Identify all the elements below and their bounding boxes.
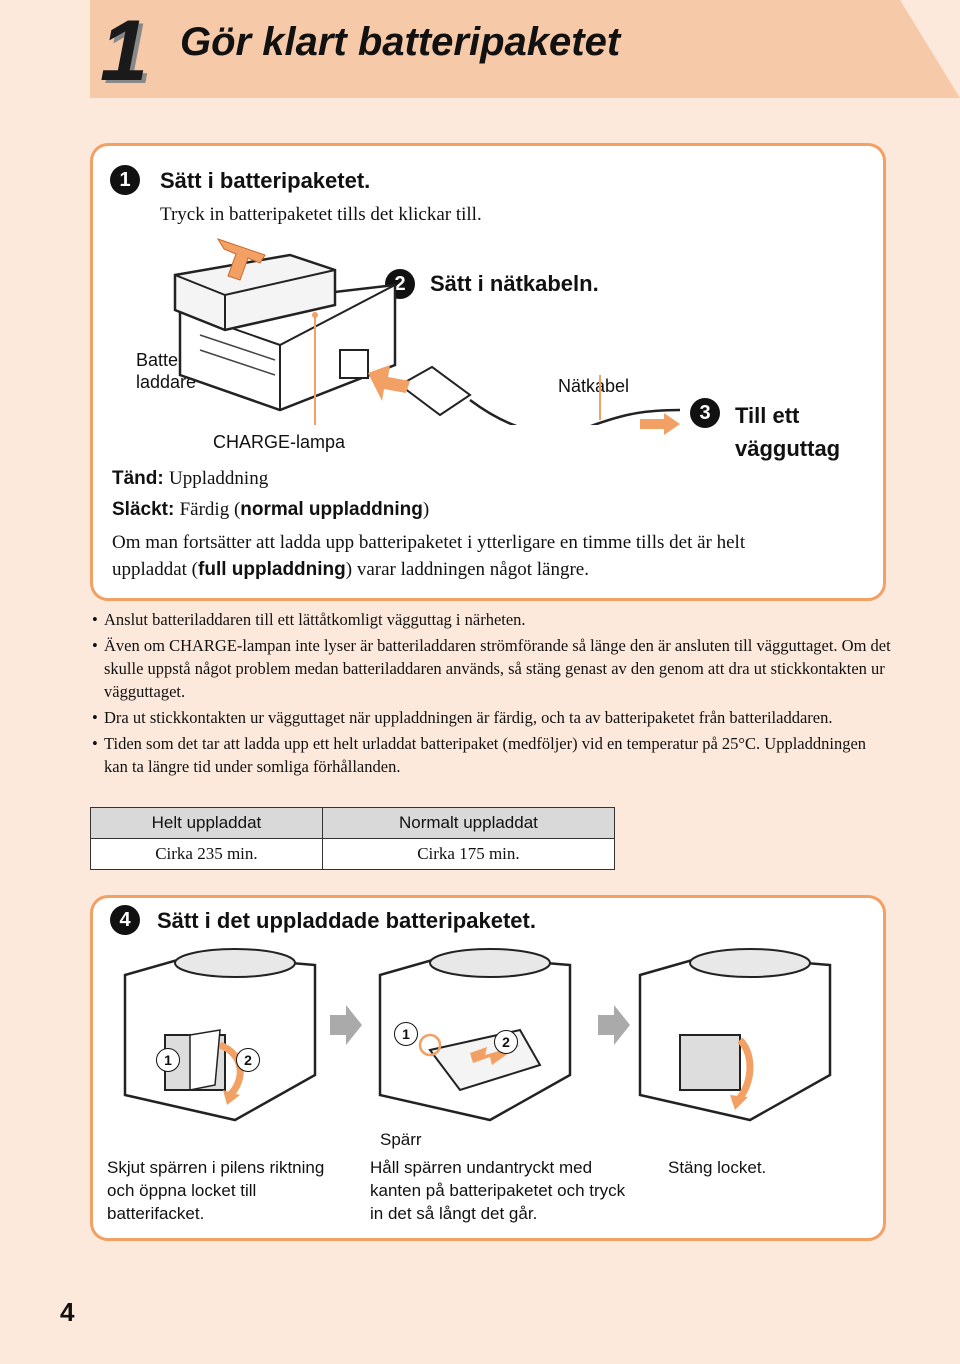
lamp-off-text-end: ) — [422, 499, 430, 520]
table-header: Normalt uppladdat — [321, 807, 616, 839]
full-charge-pre: uppladdat ( — [112, 559, 199, 580]
step1-heading: Sätt i batteripaketet. — [160, 168, 371, 193]
step1-number-badge: 1 — [110, 165, 140, 195]
camera-close-cover-illustration — [638, 948, 832, 1122]
outlet-arrow-icon — [640, 413, 680, 435]
sub-step-mark: 1 — [394, 1022, 418, 1046]
table-row: Cirka 235 min. Cirka 175 min. — [90, 838, 616, 870]
step3-heading-line2: vägguttag — [735, 436, 841, 461]
lamp-on-line: Tänd: Uppladdning — [112, 468, 268, 490]
list-item: Tiden som det tar att ladda upp ett helt… — [92, 732, 892, 778]
list-item: Anslut batteriladdaren till ett lättåtko… — [92, 608, 892, 631]
full-charge-bold: full uppladdning — [198, 559, 346, 580]
latch-label: Spärr — [380, 1130, 422, 1149]
cable-label: Nätkabel — [558, 376, 630, 396]
caption-insert-battery: Håll spärren undantryckt med kanten på b… — [370, 1158, 626, 1223]
page-title: Gör klart batteripaketet — [180, 20, 621, 64]
next-step-arrow-icon — [330, 1005, 362, 1045]
table-header-row: Helt uppladdat Normalt uppladdat — [90, 807, 616, 839]
lamp-on-label: Tänd: — [112, 468, 164, 489]
list-item: Även om CHARGE-lampan inte lyser är batt… — [92, 634, 892, 703]
caption-open-cover: Skjut spärren i pilens riktning och öppn… — [107, 1158, 325, 1223]
step3-heading-line1: Till ett — [735, 403, 800, 428]
step3-number-badge: 3 — [690, 398, 720, 428]
lamp-off-label: Släckt: — [112, 499, 175, 520]
next-step-arrow-icon — [598, 1005, 630, 1045]
sub-step-mark: 2 — [236, 1048, 260, 1072]
lamp-off-bold: normal uppladdning — [240, 499, 423, 520]
step4-number-badge: 4 — [110, 905, 140, 935]
full-charge-line1: Om man fortsätter att ladda upp batterip… — [112, 532, 746, 553]
step4-heading: Sätt i det uppladdade batteripaketet. — [157, 908, 536, 933]
step1-instruction: Tryck in batteripaketet tills det klicka… — [160, 204, 482, 225]
step-number: 1 — [100, 3, 148, 99]
lamp-off-text: Färdig ( — [179, 499, 241, 520]
lamp-on-text: Uppladdning — [169, 468, 269, 489]
table-cell: Cirka 175 min. — [321, 838, 616, 870]
full-charge-line2: uppladdat (full uppladdning) varar laddn… — [112, 559, 589, 581]
charger-illustration — [173, 238, 681, 425]
camera-open-cover-illustration — [123, 948, 317, 1122]
step2-heading: Sätt i nätkabeln. — [430, 271, 599, 296]
charging-time-table: Helt uppladdat Normalt uppladdat Cirka 2… — [90, 807, 616, 870]
charger-label-line2: laddare — [136, 372, 197, 392]
lamp-off-line: Släckt: Färdig (normal uppladdning) — [112, 499, 429, 521]
sub-step-mark: 1 — [156, 1048, 180, 1072]
notes-list: Anslut batteriladdaren till ett lättåtko… — [92, 608, 892, 781]
caption-close-cover: Stäng locket. — [668, 1158, 767, 1177]
list-item: Dra ut stickkontakten ur vägguttaget när… — [92, 706, 892, 729]
table-header: Helt uppladdat — [90, 807, 323, 839]
page-number: 4 — [60, 1297, 75, 1327]
full-charge-post: ) varar laddningen något längre. — [345, 559, 589, 580]
charge-lamp-label: CHARGE-lampa — [213, 432, 346, 452]
header-band — [90, 0, 960, 98]
sub-step-mark: 2 — [494, 1030, 518, 1054]
table-cell: Cirka 235 min. — [90, 838, 323, 870]
